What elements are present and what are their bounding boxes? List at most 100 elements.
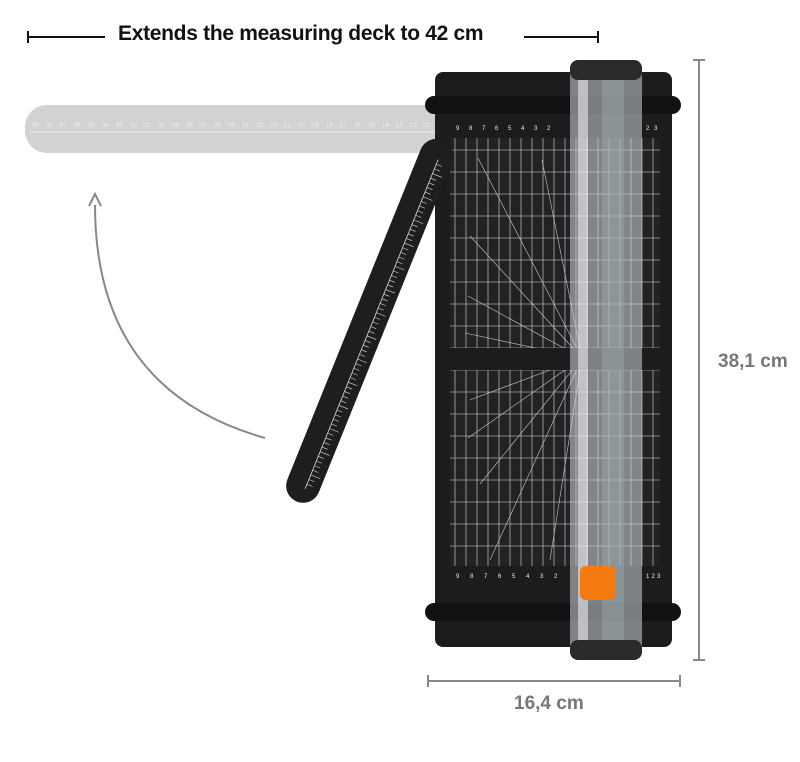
cutter-slider[interactable] <box>580 566 616 600</box>
rotation-arrow <box>88 191 266 439</box>
ruler-number: 13 <box>396 123 403 129</box>
swing-arm-ruler[interactable] <box>281 134 459 508</box>
ruler-number: 11 <box>424 123 431 129</box>
angle-guide-line <box>469 235 583 359</box>
ruler-tick <box>320 451 330 456</box>
ruler-tick <box>400 252 407 255</box>
ruler-number: 3 <box>534 126 538 132</box>
ruler-number: 3 <box>657 574 661 580</box>
ruler-number: 5 <box>512 574 516 580</box>
ruler-tick <box>325 437 332 441</box>
ruler-number: 25 <box>228 123 235 129</box>
ruler-tick <box>398 256 405 260</box>
ruler-tick <box>359 354 366 357</box>
arrow-head-icon <box>88 191 102 207</box>
ruler-number: 22 <box>270 123 277 129</box>
ruler-tick <box>432 173 442 178</box>
ruler-number: 9 <box>456 574 460 580</box>
ruler-tick <box>357 358 367 364</box>
ruler-number: 15 <box>368 123 375 129</box>
ruler-tick <box>312 469 319 473</box>
ruler-tick <box>394 265 405 271</box>
ruler-tick <box>338 405 349 410</box>
ruler-number: 12 <box>410 123 417 129</box>
rail-bottom-cap <box>570 640 642 660</box>
ruler-tick <box>333 418 339 422</box>
ruler-tick <box>314 465 321 469</box>
ruler-number: 7 <box>482 126 486 132</box>
ruler-number: 26 <box>214 123 221 129</box>
ruler-number: 18 <box>326 123 333 129</box>
ruler-tick <box>327 432 334 436</box>
ruler-tick <box>379 303 386 306</box>
ruler-tick <box>321 446 328 450</box>
ruler-tick <box>353 367 360 371</box>
extension-label: Extends the measuring deck to 42 cm <box>118 22 484 45</box>
ruler-tick <box>411 224 418 228</box>
ruler-number: 16 <box>354 123 361 129</box>
ruler-tick <box>331 423 338 427</box>
ruler-tick <box>381 298 388 302</box>
ruler-tick <box>351 372 358 376</box>
ruler-tick <box>329 428 339 433</box>
ruler-number: 6 <box>498 574 502 580</box>
ruler-number: 29 <box>172 123 179 129</box>
ruler-tick <box>396 261 403 265</box>
ruler-number: 34 <box>102 123 109 129</box>
angle-guide-line <box>467 357 583 439</box>
ruler-tick <box>349 377 356 381</box>
ruler-tick <box>404 242 414 248</box>
ruler-tick <box>413 219 424 224</box>
ruler-tick <box>323 442 330 445</box>
ruler-number: 9 <box>456 126 460 132</box>
ruler-tick <box>368 330 375 334</box>
angle-guide-line <box>477 157 583 359</box>
ruler-tick <box>376 312 386 317</box>
ruler-tick <box>344 391 351 394</box>
ruler-tick <box>430 177 437 181</box>
ruler-number: 24 <box>242 123 249 129</box>
ruler-number: 4 <box>526 574 530 580</box>
ruler-number: 1 <box>646 574 650 580</box>
ruler-number: 37 <box>60 123 67 129</box>
ruler-tick <box>391 275 397 279</box>
ruler-tick <box>378 307 384 311</box>
ruler-tick <box>336 409 343 413</box>
ruler-tick <box>342 395 349 399</box>
ruler-tick <box>306 483 313 487</box>
ruler-number: 20 <box>298 123 305 129</box>
ruler-tick <box>389 279 396 283</box>
top-rail <box>425 96 681 114</box>
width-dimension-line <box>427 675 681 687</box>
ruler-tick <box>436 163 442 167</box>
ruler-tick <box>415 214 422 218</box>
ruler-tick <box>308 479 315 483</box>
ruler-tick <box>385 289 396 294</box>
ruler-number: 7 <box>484 574 488 580</box>
ruler-number: 5 <box>508 126 512 132</box>
ruler-number: 17 <box>340 123 347 129</box>
ruler-number: 21 <box>284 123 291 129</box>
ruler-tick <box>419 205 426 209</box>
ruler-tick <box>372 321 379 325</box>
cutting-rail[interactable] <box>570 60 642 660</box>
ruler-number: 8 <box>469 126 473 132</box>
ruler-tick <box>426 187 433 190</box>
width-label: 16,4 cm <box>514 693 584 714</box>
ruler-tick <box>423 196 433 201</box>
ruler-number: 19 <box>312 123 319 129</box>
ruler-number: 2 <box>554 574 558 580</box>
angle-guide-line <box>489 357 583 561</box>
ruler-tick <box>417 210 424 214</box>
ruler-number: 28 <box>186 123 193 129</box>
ruler-tick <box>408 233 414 237</box>
ruler-tick <box>364 340 371 343</box>
ruler-tick <box>434 168 441 172</box>
bottom-rail <box>425 603 681 621</box>
ruler-tick <box>310 474 321 479</box>
ruler-tick <box>363 344 369 348</box>
ruler-number: 3 <box>540 574 544 580</box>
